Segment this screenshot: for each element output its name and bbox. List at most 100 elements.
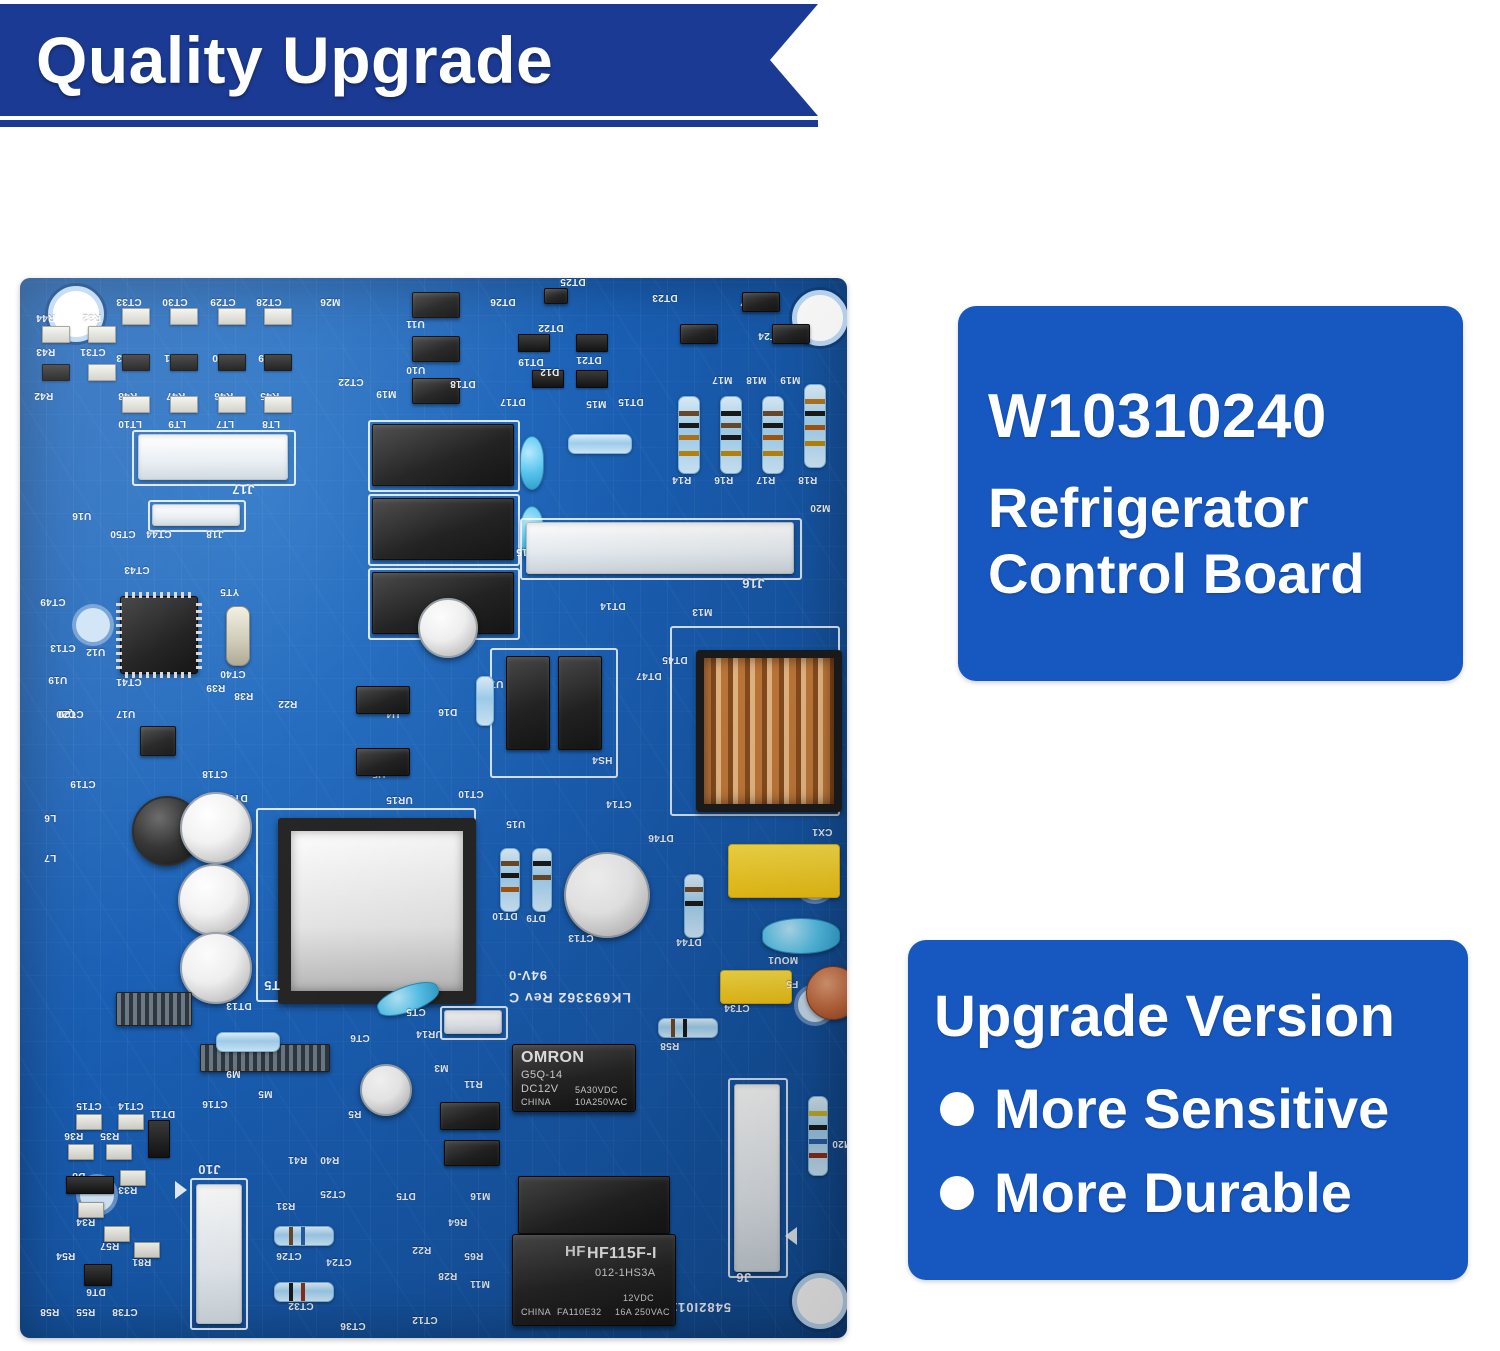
connector-ur14[interactable] <box>444 1010 502 1034</box>
smd-diode <box>680 324 718 344</box>
resistor-band <box>721 423 741 428</box>
upgrade-feature-row: More Durable <box>940 1160 1442 1224</box>
resistor-band <box>805 399 825 404</box>
resistor-band <box>679 423 699 428</box>
axial-resistor-bottom-2 <box>274 1282 334 1302</box>
resistor-band <box>501 887 519 892</box>
hongfa-relay-variant: 012-1HS3A <box>595 1267 655 1279</box>
connector-j17[interactable] <box>138 434 288 480</box>
electrolytic-capacitor-ct17 <box>178 864 250 936</box>
heatsink-fin-array <box>116 992 192 1026</box>
smd-diode-d8 <box>66 1176 114 1194</box>
resistor-band <box>805 441 825 446</box>
connector-outline-j17 <box>132 430 296 486</box>
axial-resistor-m20 <box>808 1096 828 1176</box>
axial-inductor-u18 <box>476 676 494 726</box>
qfp-pins-bottom <box>125 672 193 678</box>
connector-j10[interactable] <box>196 1184 242 1324</box>
small-capacitor-bottom <box>360 1064 412 1116</box>
to220-transistor-b <box>558 656 602 750</box>
relay-outline-k1 <box>368 420 520 492</box>
smd-diode <box>576 334 608 352</box>
connector-j16[interactable] <box>526 522 794 574</box>
resistor-band <box>289 1227 293 1245</box>
product-type-line-1: Refrigerator <box>988 476 1309 539</box>
optocoupler <box>412 378 460 404</box>
smd-resistor <box>122 396 150 413</box>
smd-diode <box>544 288 568 304</box>
resistor-band <box>501 873 519 878</box>
upgrade-version-callout: Upgrade Version More Sensitive More Dura… <box>908 940 1468 1280</box>
resistor-band <box>679 451 699 456</box>
smd-resistor <box>68 1144 94 1160</box>
connector-outline-j18 <box>148 500 246 532</box>
connector-j18[interactable] <box>152 504 240 526</box>
smd-resistor <box>88 326 116 343</box>
smd-resistor <box>120 1170 146 1186</box>
resistor-band <box>685 887 703 892</box>
microcontroller-qfp <box>116 592 202 678</box>
hongfa-relay-model: HF115F-I <box>587 1245 657 1263</box>
omron-relay-model: G5Q-14 <box>521 1069 563 1081</box>
resistor-band <box>763 435 783 440</box>
film-capacitor-cx2 <box>720 970 792 1004</box>
resistor-band <box>685 901 703 906</box>
upgrade-feature-row: More Sensitive <box>940 1076 1442 1140</box>
smd-ic-u13 <box>140 726 176 756</box>
refrigerator-control-board-image: CT33 CT30 CT29 CT28 R44 R32 CT31 R43 R42… <box>20 278 847 1338</box>
relay-outline-k2 <box>368 494 520 566</box>
electrolytic-capacitor-ct13 <box>564 852 650 938</box>
resistor-band <box>501 861 519 866</box>
smd-diode <box>122 354 150 371</box>
smd-resistor <box>42 326 70 343</box>
electrolytic-capacitor-ct12 <box>180 932 252 1004</box>
relay-block-k1 <box>372 424 514 486</box>
axial-resistor-dt44 <box>684 874 704 938</box>
resistor-band <box>721 451 741 456</box>
hongfa-relay-brand: HF <box>565 1243 586 1260</box>
resistor-band <box>763 411 783 416</box>
resistor-band <box>679 435 699 440</box>
connector-outline-j16 <box>520 518 802 580</box>
banner-underline <box>0 120 818 127</box>
smd-resistor <box>88 364 116 381</box>
hongfa-relay-rating: 16A 250VAC <box>615 1307 670 1317</box>
smd-ic-bottom <box>440 1102 500 1130</box>
main-transformer-t5 <box>278 818 476 1004</box>
connector-j6[interactable] <box>734 1084 780 1272</box>
resistor-band <box>805 411 825 416</box>
axial-resistor-m14 <box>568 434 632 454</box>
bullet-dot-icon <box>940 1175 974 1210</box>
resistor-band <box>301 1283 305 1301</box>
mounting-hole-top-right <box>792 290 847 346</box>
upgrade-feature-label: More Sensitive <box>994 1076 1390 1140</box>
smd-resistor <box>106 1144 132 1160</box>
omron-relay-rating-b: 10A250VAC <box>575 1097 627 1107</box>
part-number-text: W10310240 <box>988 381 1327 451</box>
smd-resistor <box>170 308 198 325</box>
pcb-photo-sheen <box>20 278 847 1338</box>
smd-diode <box>772 324 810 344</box>
smd-resistor <box>134 1242 160 1258</box>
electrolytic-capacitor-ct16 <box>180 792 252 864</box>
resistor-band <box>683 1019 687 1037</box>
smd-resistor <box>104 1226 130 1242</box>
bullet-dot-icon <box>940 1091 974 1126</box>
part-number-callout: W10310240 Refrigerator Control Board <box>958 306 1463 681</box>
axial-resistor-dt9 <box>532 848 552 912</box>
qfp-pins-left <box>116 601 122 669</box>
crystal-oscillator-yt5 <box>226 606 250 666</box>
axial-resistor-dt10 <box>500 848 520 912</box>
smd-diode <box>264 354 292 371</box>
smd-diode <box>576 370 608 388</box>
smd-resistor <box>122 308 150 325</box>
small-capacitor-mid <box>418 598 478 658</box>
quality-upgrade-banner-text: Quality Upgrade <box>36 23 554 97</box>
axial-resistor-r58 <box>658 1018 718 1038</box>
opto-u4 <box>356 686 410 714</box>
film-capacitor-cx1 <box>728 844 840 898</box>
resistor-band <box>809 1111 827 1116</box>
mov-varistor-mou1 <box>762 918 840 954</box>
smd-diode <box>532 370 564 388</box>
upgrade-feature-label: More Durable <box>994 1160 1352 1224</box>
